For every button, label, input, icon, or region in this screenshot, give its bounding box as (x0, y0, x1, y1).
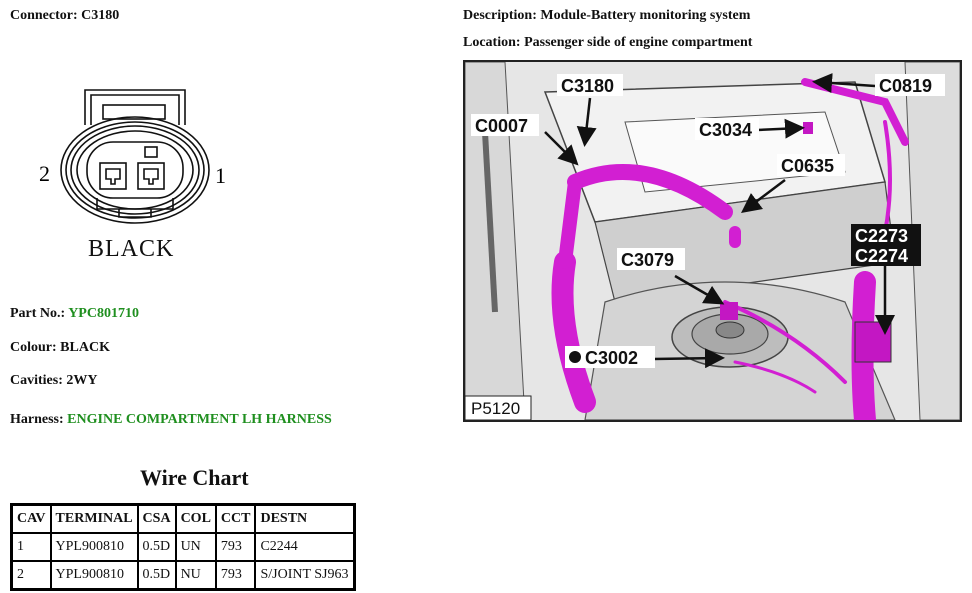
connector-label: Connector: C3180 (10, 8, 120, 23)
harness-row: Harness: ENGINE COMPARTMENT LH HARNESS (10, 412, 332, 427)
callout-c3002: C3002 (585, 348, 638, 368)
cell-col: NU (174, 560, 217, 591)
callout-c2274: C2274 (855, 246, 908, 266)
cell-cav: 2 (10, 560, 52, 591)
table-header-row: CAV TERMINAL CSA COL CCT DESTN (10, 503, 356, 534)
figure-reference: P5120 (471, 399, 520, 418)
colour-row: Colour: BLACK (10, 340, 110, 355)
callout-c3034: C3034 (699, 120, 752, 140)
callout-c0007: C0007 (475, 116, 528, 136)
callout-c3180: C3180 (561, 76, 614, 96)
location-value: Passenger side of engine compartment (524, 35, 753, 50)
wire-chart-title: Wire Chart (140, 465, 249, 490)
cell-cct: 793 (214, 532, 257, 562)
connector-id: C3180 (81, 8, 120, 23)
connector-colour-caption: BLACK (88, 236, 175, 262)
table-row: 1 YPL900810 0.5D UN 793 C2244 (10, 532, 356, 562)
col-header-destn: DESTN (254, 503, 356, 534)
col-header-terminal: TERMINAL (49, 503, 139, 534)
part-number-row: Part No.: YPC801710 (10, 306, 139, 321)
cell-terminal: YPL900810 (49, 532, 139, 562)
description-label: Description: Module-Battery monitoring s… (463, 8, 751, 23)
col-header-cav: CAV (10, 503, 52, 534)
wire-chart-table: CAV TERMINAL CSA COL CCT DESTN 1 YPL9008… (10, 503, 356, 591)
callout-c0819: C0819 (879, 76, 932, 96)
cell-cct: 793 (214, 560, 257, 591)
part-number-value: YPC801710 (68, 306, 139, 321)
pin-1-label: 1 (215, 163, 225, 188)
cell-destn: S/JOINT SJ963 (254, 560, 356, 591)
description-value: Module-Battery monitoring system (540, 8, 751, 23)
cavities-row: Cavities: 2WY (10, 373, 98, 388)
col-header-csa: CSA (136, 503, 177, 534)
harness-value: ENGINE COMPARTMENT LH HARNESS (67, 412, 332, 427)
col-header-col: COL (174, 503, 217, 534)
callout-c0635: C0635 (781, 156, 834, 176)
cell-csa: 0.5D (136, 532, 177, 562)
connector-location-image: C3180 C0819 C0007 C3034 C0635 C2273 C227… (463, 60, 962, 422)
table-row: 2 YPL900810 0.5D NU 793 S/JOINT SJ963 (10, 560, 356, 591)
connector-face-drawing: 2 1 (39, 89, 225, 224)
cell-terminal: YPL900810 (49, 560, 139, 591)
cell-cav: 1 (10, 532, 52, 562)
colour-value: BLACK (60, 340, 110, 355)
callout-c2273: C2273 (855, 226, 908, 246)
callout-c3079: C3079 (621, 250, 674, 270)
cell-csa: 0.5D (136, 560, 177, 591)
col-header-cct: CCT (214, 503, 257, 534)
cell-destn: C2244 (254, 532, 356, 562)
location-label: Location: Passenger side of engine compa… (463, 35, 753, 50)
bullet-icon (569, 351, 581, 363)
engine-bay-illustration: C3180 C0819 C0007 C3034 C0635 C2273 C227… (465, 62, 960, 420)
pin-2-label: 2 (39, 161, 50, 186)
cavities-value: 2WY (66, 373, 98, 388)
cell-col: UN (174, 532, 217, 562)
